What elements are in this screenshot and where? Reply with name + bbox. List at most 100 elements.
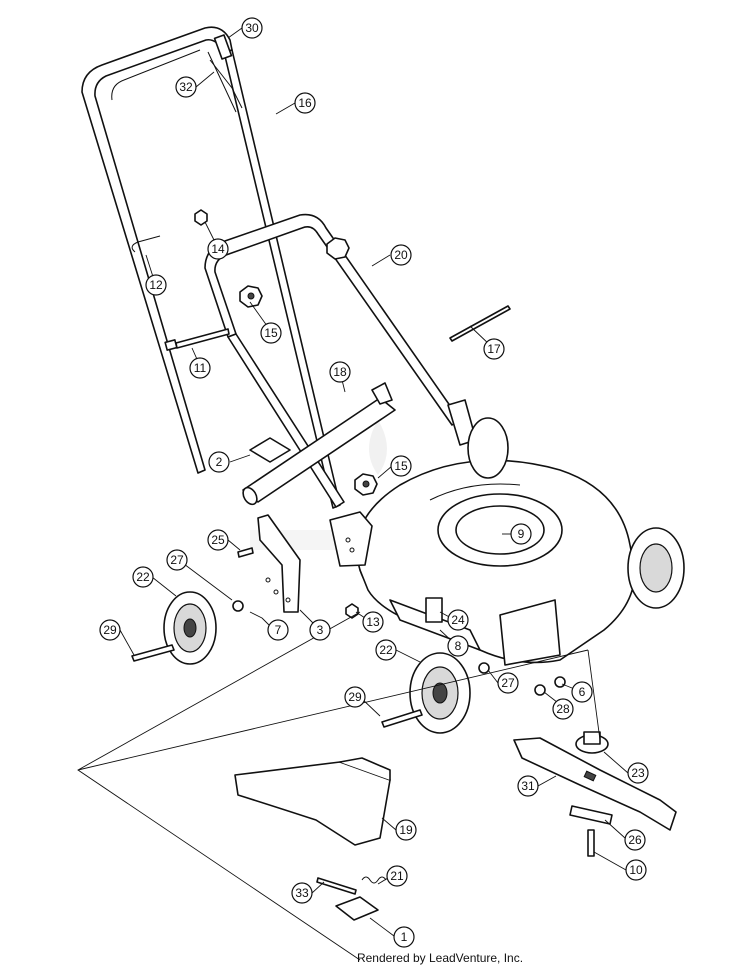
knob-14 (194, 209, 208, 226)
svg-text:24: 24 (451, 613, 465, 627)
svg-text:18: 18 (333, 365, 347, 379)
rear-wheel-right (627, 527, 685, 609)
callout-27-right[interactable]: 27 (497, 672, 519, 694)
nut-6 (554, 676, 566, 688)
callout-6[interactable]: 6 (571, 681, 593, 703)
callout-12[interactable]: 12 (145, 274, 167, 296)
mower-deck (356, 459, 636, 666)
callout-18[interactable]: 18 (329, 361, 351, 383)
axle-bolt-29-left (131, 644, 175, 662)
callout-27-left[interactable]: 27 (166, 549, 188, 571)
rear-hinge-rod (242, 382, 396, 506)
callout-23[interactable]: 23 (627, 762, 649, 784)
rear-wheel-left (467, 417, 509, 479)
discharge-chute (234, 757, 391, 846)
svg-text:27: 27 (170, 553, 184, 567)
callout-15-upper[interactable]: 15 (260, 322, 282, 344)
svg-text:8: 8 (455, 639, 462, 653)
callout-8[interactable]: 8 (447, 635, 469, 657)
callout-33[interactable]: 33 (291, 882, 313, 904)
washer-27-left (232, 600, 244, 612)
knob-15-upper (239, 285, 263, 308)
hinge-bracket-2 (249, 437, 291, 463)
callout-15-lower[interactable]: 15 (390, 455, 412, 477)
svg-text:17: 17 (487, 342, 501, 356)
svg-text:16: 16 (298, 96, 312, 110)
callout-24[interactable]: 24 (447, 609, 469, 631)
axle-bolt-29-right (381, 709, 423, 728)
svg-text:32: 32 (179, 80, 193, 94)
callout-29-right[interactable]: 29 (344, 686, 366, 708)
svg-text:2: 2 (216, 455, 223, 469)
height-adjuster-bracket (257, 514, 301, 613)
svg-text:7: 7 (275, 623, 282, 637)
mower-blade (513, 737, 677, 831)
svg-text:27: 27 (501, 676, 515, 690)
callout-14[interactable]: 14 (207, 238, 229, 260)
callout-16[interactable]: 16 (294, 92, 316, 114)
chute-rod (316, 877, 357, 895)
svg-text:25: 25 (211, 533, 225, 547)
callout-7[interactable]: 7 (267, 619, 289, 641)
front-wheel-left (163, 591, 217, 665)
callout-26[interactable]: 26 (624, 829, 646, 851)
blade-stiffener (569, 805, 613, 825)
front-wheel-right (409, 652, 471, 734)
callout-20[interactable]: 20 (390, 244, 412, 266)
knob-15-right (326, 237, 350, 260)
blade-adapter (575, 731, 609, 754)
chute-hinge-bracket (335, 896, 379, 921)
rod-17 (449, 305, 511, 342)
chute-guide-lines (77, 611, 601, 961)
svg-text:1: 1 (401, 930, 408, 944)
callout-25[interactable]: 25 (207, 529, 229, 551)
svg-text:29: 29 (103, 623, 117, 637)
footer-credit: Rendered by LeadVenture, Inc. (356, 951, 524, 965)
svg-text:31: 31 (521, 779, 535, 793)
callout-11[interactable]: 11 (189, 357, 211, 379)
callout-22-right[interactable]: 22 (375, 639, 397, 661)
callout-28[interactable]: 28 (552, 698, 574, 720)
svg-text:29: 29 (348, 690, 362, 704)
svg-text:21: 21 (390, 869, 404, 883)
svg-text:23: 23 (631, 766, 645, 780)
callout-10[interactable]: 10 (625, 859, 647, 881)
callout-22-left[interactable]: 22 (132, 566, 154, 588)
washer-27-right (478, 662, 490, 674)
svg-text:12: 12 (149, 278, 163, 292)
control-cable (209, 34, 243, 109)
callout-30[interactable]: 30 (241, 17, 263, 39)
callout-29-left[interactable]: 29 (99, 619, 121, 641)
svg-text:15: 15 (394, 459, 408, 473)
callout-1[interactable]: 1 (393, 926, 415, 948)
svg-text:9: 9 (518, 527, 525, 541)
svg-text:20: 20 (394, 248, 408, 262)
callout-13[interactable]: 13 (362, 611, 384, 633)
washer-28 (534, 684, 546, 696)
callout-2[interactable]: 2 (208, 451, 230, 473)
svg-text:6: 6 (579, 685, 586, 699)
knob-15-lower (354, 473, 378, 496)
svg-text:22: 22 (136, 570, 150, 584)
svg-text:11: 11 (194, 361, 207, 375)
callout-31[interactable]: 31 (517, 775, 539, 797)
svg-text:19: 19 (399, 823, 413, 837)
deck-bracket (329, 511, 373, 567)
callout-32[interactable]: 32 (175, 76, 197, 98)
callout-21[interactable]: 21 (386, 865, 408, 887)
svg-text:15: 15 (264, 326, 278, 340)
carriage-bolt-11 (164, 328, 230, 351)
svg-text:14: 14 (211, 242, 225, 256)
callout-3[interactable]: 3 (309, 619, 331, 641)
svg-text:22: 22 (379, 643, 393, 657)
svg-text:10: 10 (629, 863, 643, 877)
svg-text:3: 3 (317, 623, 324, 637)
callout-9[interactable]: 9 (510, 523, 532, 545)
callout-19[interactable]: 19 (395, 819, 417, 841)
hairpin-clip (131, 235, 161, 253)
nut-13 (345, 603, 359, 619)
bolt-25 (237, 547, 254, 558)
callout-17[interactable]: 17 (483, 338, 505, 360)
svg-text:28: 28 (556, 702, 570, 716)
